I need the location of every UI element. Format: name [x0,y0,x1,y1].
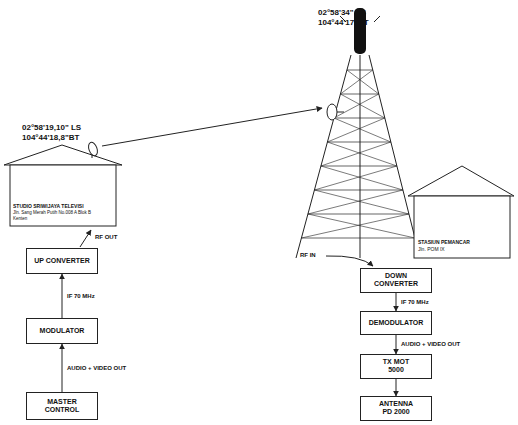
tower-brace [321,142,391,166]
box-label: DOWN CONVERTER [374,272,418,289]
signal-arrow [396,379,397,396]
tower-brace [334,118,391,142]
tower-brace [334,94,379,118]
tower-brace [314,190,402,191]
process-box: MASTER CONTROL [26,392,98,420]
house-wall [414,196,510,258]
signal-label: AUDIO + VIDEO OUT [400,341,461,348]
process-box: TX MOT 5000 [360,354,432,379]
signal-arrow [62,274,63,318]
site-label: STASIUN PEMANCAR [418,240,470,246]
process-box: MODULATOR [26,318,98,344]
site-label: Jln. Sang Merah Putih No.008 A Blok B [13,210,91,215]
site-label: STUDIO SRIWIJAYA TELEVISI [13,204,84,210]
tower-brace [301,238,415,239]
tower-brace [327,118,384,142]
signal-label: IF 70 MHz [66,293,96,300]
dish-stem [337,112,344,113]
tower-brace [308,214,415,238]
site-label: Jln. POM IX [418,247,445,253]
tower-brace [334,118,385,119]
rf-out-arrow [80,230,91,247]
box-label: DEMODULATOR [369,319,424,327]
dish-antenna [327,104,337,120]
tower-leg [296,55,351,258]
tower-brace [321,166,403,190]
tower-leg [360,55,361,258]
house-wall [10,165,116,226]
tower-brace [314,166,396,190]
process-box: DOWN CONVERTER [360,268,432,293]
signal-label: AUDIO + VIDEO OUT [66,365,127,372]
signal-label: RF OUT [95,234,117,241]
tower-brace [327,142,390,143]
tower-brace [327,142,396,166]
house-roof [408,166,514,196]
signal-mark [374,16,380,22]
box-label: MASTER CONTROL [40,398,84,415]
coordinate-label: 104°44'18,8"BT [22,133,79,142]
tower-brace [301,214,409,238]
tower-brace [314,190,409,214]
process-box: ANTENNA PD 2000 [360,396,432,421]
signal-arrow [396,293,397,311]
box-label: TX MOT 5000 [376,358,416,375]
signal-label: RF IN [300,252,316,259]
coordinate-label: 104°44'17"BT [318,18,369,27]
transmission-tower [296,8,420,258]
tower-brace [308,214,409,215]
process-box: UP CONVERTER [26,248,98,274]
rf-in-arrow [326,256,373,266]
coordinate-label: 02°58'19,10" LS [22,123,81,132]
tower-brace [321,166,397,167]
tower-brace [340,70,372,94]
site-label: Kenten [13,216,27,221]
box-label: UP CONVERTER [34,257,90,265]
box-label: MODULATOR [40,327,85,335]
tower-brace [340,94,378,95]
microwave-link [102,108,322,146]
dish-antenna [87,141,99,157]
signal-arrow [62,344,63,392]
tower-brace [347,70,379,94]
house-roof [4,145,122,165]
box-label: ANTENNA PD 2000 [376,400,416,417]
signal-arrow [396,335,397,354]
tower-leg [369,55,420,258]
tower-brace [347,70,373,71]
process-box: DEMODULATOR [360,311,432,335]
signal-label: IF 70 MHz [400,299,430,306]
coordinate-label: 02°58'34" LS [318,8,366,17]
tower-brace [308,190,403,214]
tower-brace [340,94,384,118]
